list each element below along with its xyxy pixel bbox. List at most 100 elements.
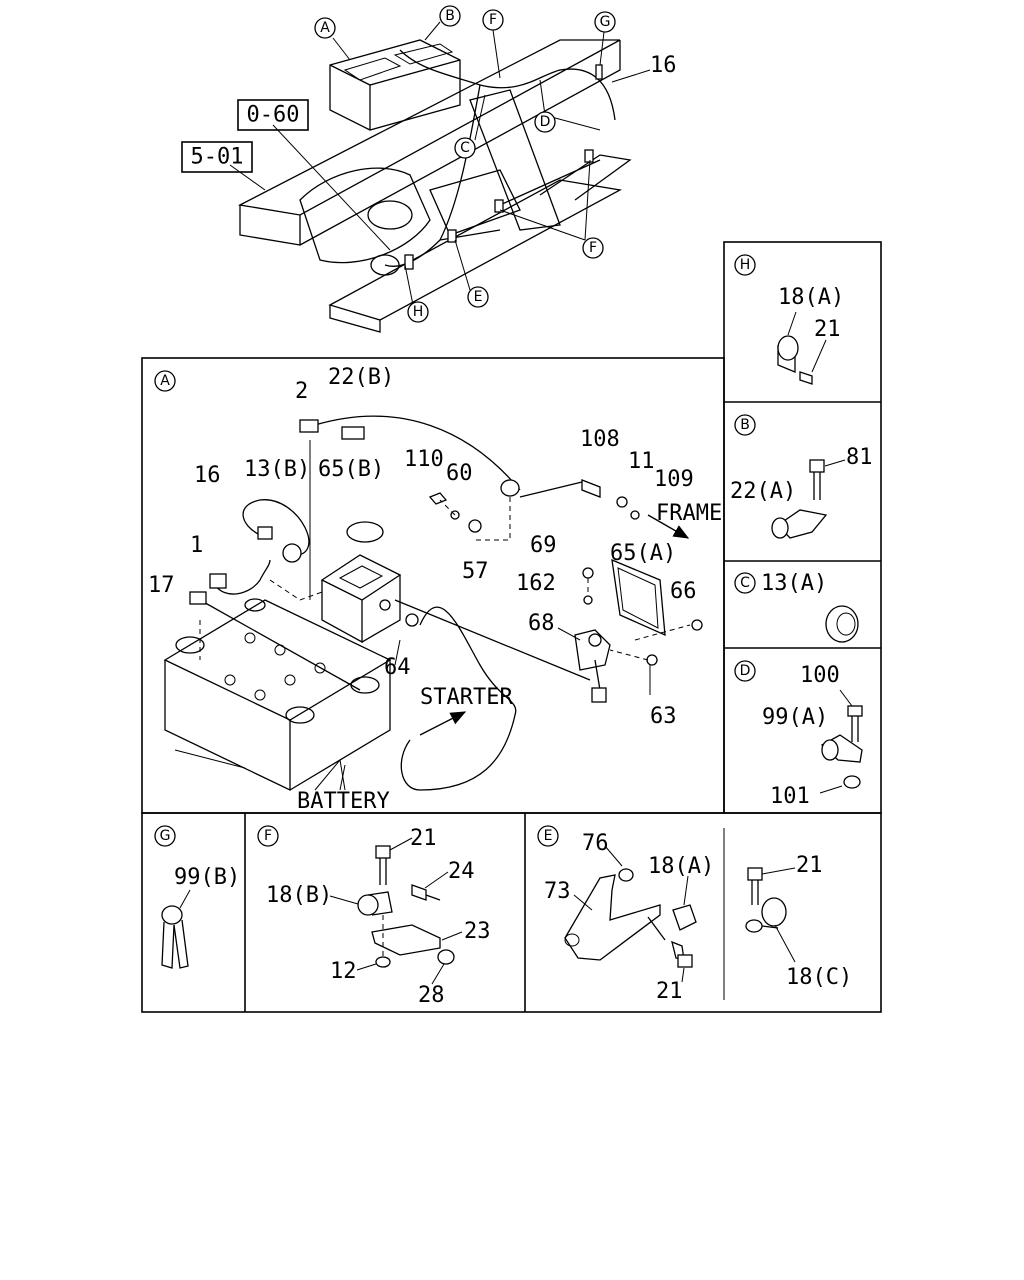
relay-box-64 [282, 521, 419, 644]
cable-16 [242, 499, 310, 556]
callout-H: H [407, 301, 429, 323]
panel-frames [141, 241, 882, 1013]
label-28: 28 [418, 983, 445, 1008]
overview-part-16: 16 [650, 53, 677, 78]
label-13B: 13(B) [244, 457, 310, 482]
frame-arrow [647, 514, 690, 539]
label-11: 11 [628, 449, 655, 474]
label-1: 1 [190, 533, 203, 558]
hardware-group [428, 479, 640, 541]
panel-C-tag: C [734, 572, 756, 594]
panel-E: E 76 18(A) 73 21 21 18(C) [537, 825, 852, 1004]
label-99A: 99(A) [762, 705, 828, 730]
label-21: 21 [814, 317, 841, 342]
svg-text:D: D [540, 114, 551, 130]
panel-A-tag: A [154, 370, 176, 392]
connector-2 [299, 419, 319, 433]
bracket-68 [574, 558, 703, 703]
label-13A: 13(A) [761, 571, 827, 596]
battery [163, 598, 392, 792]
label-69: 69 [530, 533, 557, 558]
svg-text:E: E [544, 828, 553, 844]
clamp-18C-icon [761, 897, 787, 927]
label-16: 16 [194, 463, 221, 488]
panel-H: H 18(A) 21 [734, 254, 844, 385]
svg-text:C: C [740, 575, 750, 591]
label-22B: 22(B) [328, 365, 394, 390]
clamp-18B-icon [357, 894, 379, 916]
nut-12-icon [375, 956, 391, 968]
label-76: 76 [582, 831, 609, 856]
callout-F-top: F [482, 9, 504, 31]
svg-text:B: B [740, 417, 750, 433]
svg-text:H: H [740, 257, 751, 273]
callout-G: G [594, 11, 616, 33]
label-18C: 18(C) [786, 965, 852, 990]
label-24: 24 [448, 859, 475, 884]
terminal-108-end [500, 479, 520, 497]
label-100: 100 [800, 663, 840, 688]
starter-text: STARTER [420, 685, 513, 710]
label-12: 12 [330, 959, 357, 984]
clamp-18A-icon [672, 904, 697, 931]
bolt-81-head-icon [809, 459, 825, 473]
callout-D: D [534, 111, 556, 133]
svg-text:A: A [320, 20, 330, 36]
label-2: 2 [295, 379, 308, 404]
panel-D: D 100 99(A) 101 [734, 660, 863, 809]
bolt-21-icon [375, 845, 391, 859]
svg-text:E: E [474, 289, 483, 305]
clamp-18A-icon [777, 335, 799, 361]
svg-text:D: D [740, 663, 751, 679]
terminal-17 [189, 591, 207, 605]
callout-F-bottom: F [582, 237, 604, 259]
panel-C: C 13(A) [734, 571, 859, 643]
frame-text: FRAME [656, 501, 722, 526]
chassis-overview [229, 21, 651, 333]
label-68: 68 [528, 611, 555, 636]
label-109: 109 [654, 467, 694, 492]
label-21: 21 [410, 826, 437, 851]
callout-B: B [439, 5, 461, 27]
cover-65B [346, 521, 384, 543]
label-99B: 99(B) [174, 865, 240, 890]
label-18B: 18(B) [266, 883, 332, 908]
reference-box-0-60: 0-60 [237, 99, 309, 131]
svg-text:F: F [589, 240, 597, 256]
label-110: 110 [404, 447, 444, 472]
battery-text: BATTERY [297, 789, 390, 814]
panel-B: B 81 22(A) [730, 414, 873, 539]
connector-22B [341, 426, 365, 440]
overview-callouts: A B F G D C F E H 16 [314, 5, 677, 323]
bracket-73-icon [564, 874, 661, 961]
svg-text:G: G [600, 14, 611, 30]
label-21: 21 [656, 979, 683, 1004]
cable-22B [314, 415, 521, 491]
reference-0-60-label: 0-60 [247, 103, 300, 128]
svg-text:F: F [264, 828, 272, 844]
label-64: 64 [384, 655, 411, 680]
panel-B-tag: B [734, 414, 756, 436]
cable-1 [214, 559, 271, 595]
label-101: 101 [770, 784, 810, 809]
label-18A: 18(A) [648, 854, 714, 879]
svg-text:G: G [160, 828, 171, 844]
callout-C: C [454, 137, 476, 159]
cable-to-68 [394, 599, 591, 681]
reference-5-01-label: 5-01 [191, 145, 244, 170]
label-23: 23 [464, 919, 491, 944]
bolt-21-icon [799, 371, 813, 385]
panel-H-tag: H [734, 254, 756, 276]
label-73: 73 [544, 879, 571, 904]
starter-arrow [419, 711, 467, 736]
grommet-13B [282, 543, 302, 563]
label-60: 60 [446, 461, 473, 486]
terminal-1 [209, 573, 227, 589]
nut-76-icon [618, 868, 634, 882]
cable-17 [199, 599, 361, 691]
bolt-100-icon [847, 705, 863, 717]
grommet-13A-icon [825, 605, 859, 643]
label-17: 17 [148, 573, 175, 598]
callout-E: E [467, 286, 489, 308]
